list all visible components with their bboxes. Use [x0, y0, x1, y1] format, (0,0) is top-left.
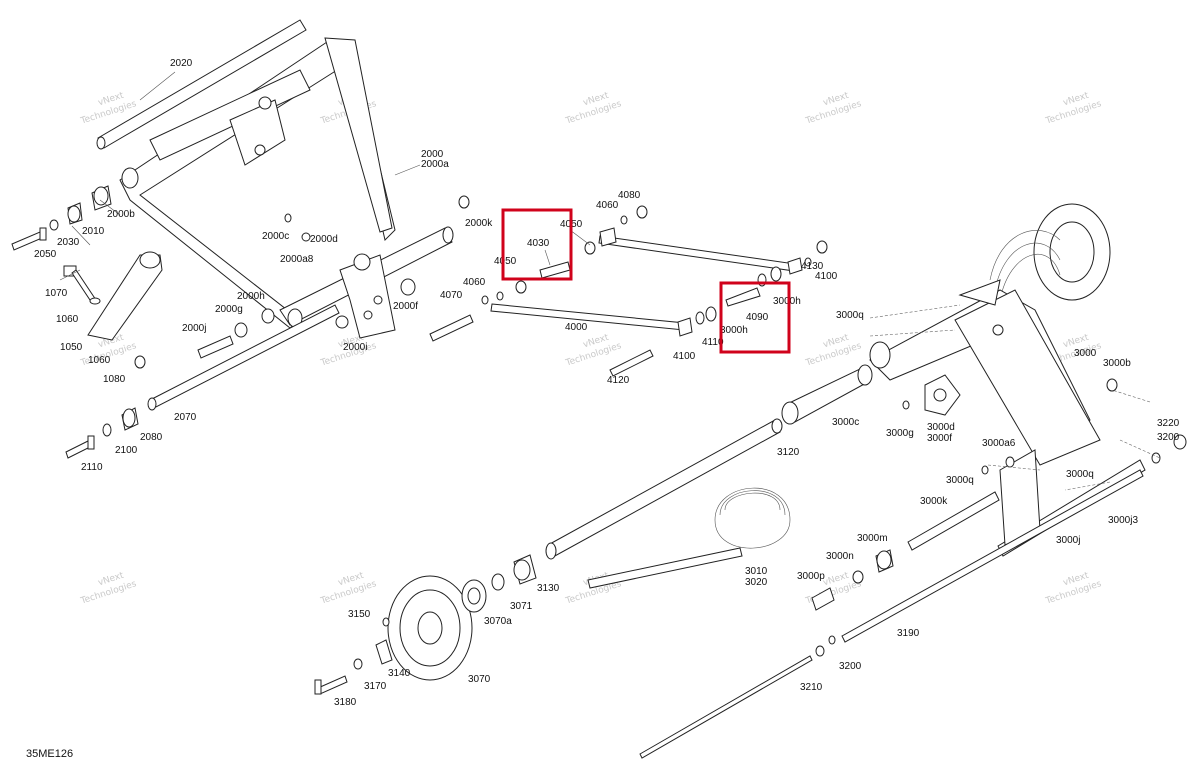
part-label-3000j3: 3000j3	[1108, 515, 1138, 526]
part-label-1060: 1060	[88, 355, 111, 366]
part-label-4050: 4050	[494, 256, 517, 267]
part-label-2010: 2010	[82, 226, 105, 237]
part-label-3000q: 3000q	[946, 475, 974, 486]
part-label-3070: 3070	[468, 674, 491, 685]
part-label-3000j: 3000j	[1056, 535, 1080, 546]
part-label-3200: 3200	[1157, 432, 1180, 443]
part-label-4060: 4060	[463, 277, 486, 288]
part-label-2000h: 2000h	[237, 291, 265, 302]
part-label-3000g: 3000g	[886, 428, 914, 439]
part-label-2000c: 2000c	[262, 231, 289, 242]
left-hardware	[11, 185, 470, 459]
part-label-3210: 3210	[800, 682, 823, 693]
part-label-3000p: 3000p	[797, 571, 825, 582]
part-label-3000h: 3000h	[720, 325, 748, 336]
part-label-2000f: 2000f	[393, 301, 418, 312]
part-label-3070a: 3070a	[484, 616, 512, 627]
part-label-3200: 3200	[839, 661, 862, 672]
part-label-3071: 3071	[510, 601, 533, 612]
part-label-4090: 4090	[746, 312, 769, 323]
part-label-3000q: 3000q	[1066, 469, 1094, 480]
part-label-4080: 4080	[618, 190, 641, 201]
part-label-3000a6: 3000a6	[982, 438, 1016, 449]
part-label-4120: 4120	[607, 375, 630, 386]
part-label-2000a: 2000a	[421, 159, 449, 170]
part-label-3000k: 3000k	[920, 496, 948, 507]
part-label-3000h: 3000h	[773, 296, 801, 307]
part-label-3140: 3140	[388, 668, 411, 679]
part-label-3190: 3190	[897, 628, 920, 639]
part-label-1070: 1070	[45, 288, 68, 299]
part-label-3000q: 3000q	[836, 310, 864, 321]
diagram-code: 35ME126	[26, 748, 73, 760]
part-label-4030: 4030	[527, 238, 550, 249]
part-label-2000j: 2000j	[182, 323, 206, 334]
upper-frame-assembly	[96, 19, 454, 339]
part-label-3020: 3020	[745, 577, 768, 588]
part-label-4110: 4110	[702, 337, 724, 348]
part-label-3000d: 3000d	[927, 422, 955, 433]
part-label-4070: 4070	[440, 290, 463, 301]
part-label-2000i: 2000i	[343, 342, 367, 353]
part-label-2080: 2080	[140, 432, 163, 443]
part-label-2000b: 2000b	[107, 209, 135, 220]
idler-wheel-assembly	[314, 554, 537, 695]
part-label-3180: 3180	[334, 697, 357, 708]
part-label-3120: 3120	[777, 447, 800, 458]
part-label-3220: 3220	[1157, 418, 1180, 429]
link-rod-assembly	[429, 205, 828, 377]
part-label-3130: 3130	[537, 583, 560, 594]
part-label-2000a8: 2000a8	[280, 254, 314, 265]
part-label-4100: 4100	[815, 271, 838, 282]
part-label-4100: 4100	[673, 351, 696, 362]
part-label-3000m: 3000m	[857, 533, 888, 544]
part-label-1080: 1080	[103, 374, 126, 385]
part-label-2000d: 2000d	[310, 234, 338, 245]
part-label-3000f: 3000f	[927, 433, 952, 444]
part-label-3000b: 3000b	[1103, 358, 1131, 369]
part-label-4060: 4060	[596, 200, 619, 211]
part-label-2110: 2110	[81, 462, 103, 473]
part-label-2000k: 2000k	[465, 218, 493, 229]
highlight-box-4030	[501, 208, 573, 281]
part-label-3000n: 3000n	[826, 551, 854, 562]
part-label-2050: 2050	[34, 249, 57, 260]
leader-lines	[59, 71, 1161, 491]
part-label-3150: 3150	[348, 609, 371, 620]
part-label-3170: 3170	[364, 681, 387, 692]
part-label-2030: 2030	[57, 237, 80, 248]
part-label-4130: 4130	[801, 261, 824, 272]
part-label-2070: 2070	[174, 412, 197, 423]
highlight-box-4090	[719, 281, 791, 354]
part-label-1050: 1050	[60, 342, 83, 353]
part-label-1060: 1060	[56, 314, 79, 325]
part-label-2100: 2100	[115, 445, 138, 456]
rear-arm-assembly	[545, 203, 1187, 759]
part-label-2000g: 2000g	[215, 304, 243, 315]
part-label-4000: 4000	[565, 322, 588, 333]
part-label-3010: 3010	[745, 566, 768, 577]
part-label-2000: 2000	[421, 149, 444, 160]
part-label-3000c: 3000c	[832, 417, 859, 428]
part-label-3000: 3000	[1074, 348, 1097, 359]
part-label-2020: 2020	[170, 58, 193, 69]
